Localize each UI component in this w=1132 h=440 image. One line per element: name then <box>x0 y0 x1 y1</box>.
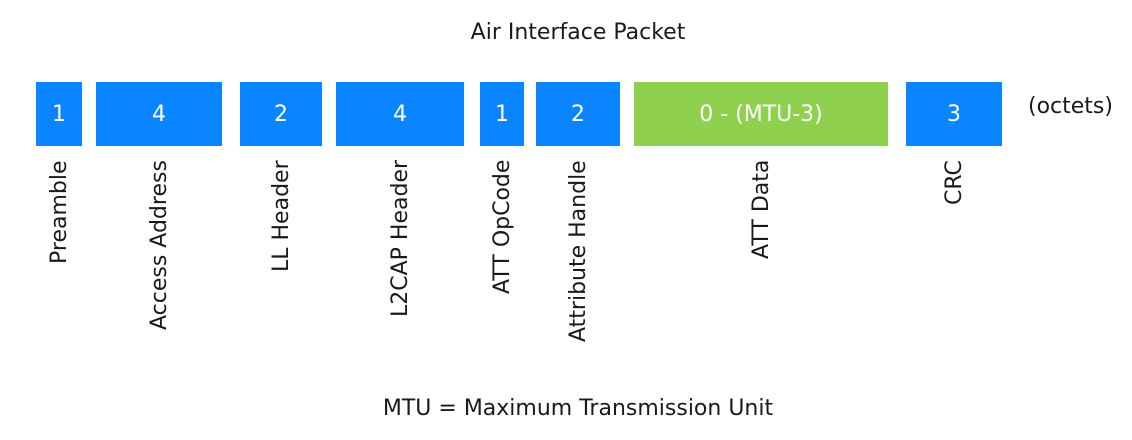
field-label-text: ATT Data <box>748 160 774 260</box>
field-label-att-data: ATT Data <box>634 160 888 360</box>
field-label-text: L2CAP Header <box>387 160 413 318</box>
field-label-att-opcode: ATT OpCode <box>480 160 524 360</box>
field-label-text: CRC <box>941 160 967 205</box>
field-label-text: Preamble <box>46 160 72 264</box>
field-box-ll-header: 2 <box>240 82 322 146</box>
footnote: MTU = Maximum Transmission Unit <box>382 396 774 421</box>
field-box-preamble: 1 <box>36 82 82 146</box>
field-box-crc: 3 <box>906 82 1002 146</box>
field-label-attribute-handle: Attribute Handle <box>536 160 620 360</box>
diagram-title: Air Interface Packet <box>470 20 686 45</box>
field-label-ll-header: LL Header <box>240 160 322 360</box>
field-box-access-address: 4 <box>96 82 222 146</box>
field-box-attribute-handle: 2 <box>536 82 620 146</box>
field-label-text: Attribute Handle <box>565 160 591 342</box>
field-label-access-address: Access Address <box>96 160 222 360</box>
field-label-preamble: Preamble <box>36 160 82 360</box>
field-box-l2cap-header: 4 <box>336 82 464 146</box>
field-box-att-data: 0 - (MTU-3) <box>634 82 888 146</box>
field-label-l2cap-header: L2CAP Header <box>336 160 464 360</box>
field-box-att-opcode: 1 <box>480 82 524 146</box>
field-label-text: Access Address <box>146 160 172 330</box>
field-label-text: LL Header <box>268 160 294 272</box>
field-label-text: ATT OpCode <box>489 160 515 295</box>
field-label-crc: CRC <box>906 160 1002 360</box>
units-label: (octets) <box>1028 94 1113 119</box>
